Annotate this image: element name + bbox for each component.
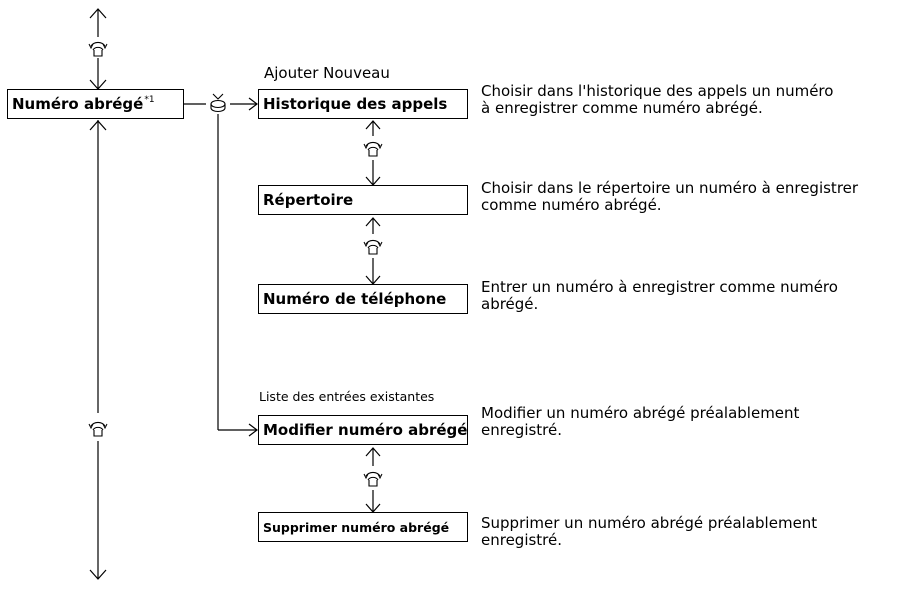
description-line: Choisir dans l'historique des appels un … [481,82,834,100]
call-history-item[interactable]: Historique des appels [258,89,468,119]
description-line: à enregistrer comme numéro abrégé. [481,99,763,117]
description-line: comme numéro abrégé. [481,196,662,214]
connectors [184,97,258,437]
edit-speed-dial-item[interactable]: Modifier numéro abrégé [258,415,468,445]
rotate-knob-icon [363,239,383,255]
speed-dial-label: Numéro abrégé [12,95,144,113]
description-line: Supprimer un numéro abrégé préalablement [481,514,818,532]
main-axis [89,8,107,580]
delete-speed-dial-item[interactable]: Supprimer numéro abrégé [258,512,468,542]
add-new-heading: Ajouter Nouveau [264,64,390,82]
phone-number-item[interactable]: Numéro de téléphone [258,284,468,314]
rotate-knob-icon [363,471,383,487]
description-line: Choisir dans le répertoire un numéro à e… [481,179,859,197]
description-line: enregistré. [481,531,563,549]
edit-speed-dial-description: Modifier un numéro abrégé préalablement … [481,405,799,439]
phone-number-description: Entrer un numéro à enregistrer comme num… [481,279,838,313]
press-knob-icon [210,93,226,113]
description-line: abrégé. [481,295,539,313]
rotate-knob-icon [88,421,108,437]
existing-entries-heading: Liste des entrées existantes [259,389,435,404]
description-line: Entrer un numéro à enregistrer comme num… [481,278,838,296]
description-line: Modifier un numéro abrégé préalablement [481,404,800,422]
rotate-knob-icon [88,41,108,57]
speed-dial-menu-item[interactable]: Numéro abrégé*1 [7,89,184,119]
delete-speed-dial-description: Supprimer un numéro abrégé préalablement… [481,515,817,549]
phonebook-description: Choisir dans le répertoire un numéro à e… [481,180,858,214]
footnote-marker: *1 [144,95,155,105]
call-history-description: Choisir dans l'historique des appels un … [481,83,833,117]
rotate-knob-icon [363,141,383,157]
phonebook-item[interactable]: Répertoire [258,185,468,215]
description-line: enregistré. [481,421,563,439]
